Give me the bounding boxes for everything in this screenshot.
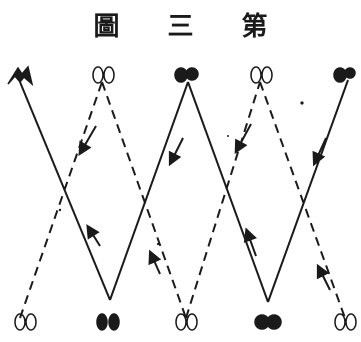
dashed-line	[20, 82, 102, 318]
outline-mark	[251, 67, 272, 83]
outline-mark	[93, 67, 114, 83]
solid-line	[20, 82, 110, 300]
solid-line	[188, 82, 268, 302]
outline-mark	[335, 314, 356, 330]
arrow-up-left	[152, 256, 160, 274]
arrow-down-left	[238, 124, 251, 148]
stray-specks	[59, 101, 304, 245]
outline-mark	[15, 314, 36, 330]
filled-mark	[334, 68, 355, 82]
dashed-line	[102, 82, 186, 318]
dashed-line	[260, 82, 345, 318]
solid-paths	[20, 80, 348, 302]
solid-line	[268, 80, 348, 302]
solid-line	[110, 82, 188, 300]
top-position-marks	[8, 67, 355, 84]
arrow-up-left	[90, 230, 100, 246]
arrow-down-left	[172, 138, 183, 160]
filled-mark	[255, 315, 281, 329]
filled-mark	[97, 314, 119, 330]
dashed-line	[186, 82, 260, 318]
filled-mark	[175, 68, 198, 82]
arrow-down-left	[82, 126, 96, 150]
filled-mark	[8, 67, 32, 84]
direction-arrows	[82, 124, 330, 290]
